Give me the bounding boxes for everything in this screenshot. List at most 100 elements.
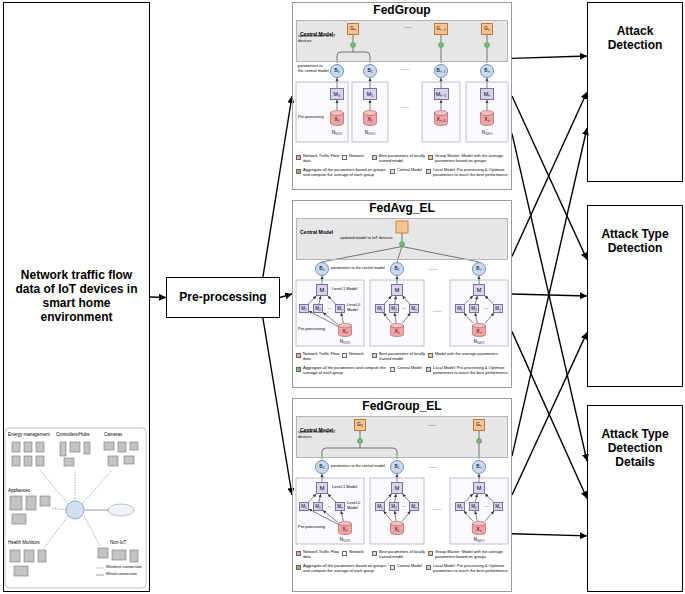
legend-item: Network [342, 352, 370, 358]
annotation: Non-IoT [110, 540, 140, 545]
legend-swatch [372, 551, 377, 556]
router-hub [66, 501, 84, 519]
node-label: FedAvg_EL [369, 202, 435, 216]
annotation: Pre-processing [298, 525, 334, 530]
connector [384, 511, 392, 521]
connector [341, 511, 343, 521]
connector [512, 534, 587, 536]
node-label: M₂ [391, 306, 397, 311]
connector [309, 311, 338, 326]
local-columns [296, 82, 508, 142]
device-icon [124, 456, 134, 464]
annotation: updated model to IoT devices [298, 430, 348, 439]
legend-swatch [296, 551, 301, 556]
legend-item: Local Model: Pre-processing & Optimize p… [426, 564, 508, 573]
legend-swatch [342, 353, 347, 358]
central-model-region: Central ModelG₀Gₛ₋₁Gₛ [296, 20, 508, 62]
node-label: M₂ [315, 504, 321, 509]
device-icon [108, 456, 118, 466]
model-box: M [473, 284, 485, 296]
group-master-box: Gₛ [481, 23, 493, 35]
annotation: ...... [426, 506, 448, 512]
legend-item: Central Model [390, 168, 424, 174]
annotation: ...... [392, 104, 418, 110]
connector [441, 100, 442, 110]
data-cylinder: X₁ [390, 521, 404, 535]
parameter-circle: B₁ [363, 64, 377, 78]
legend-swatch [428, 353, 433, 358]
sub-model-box: Mₙ [493, 304, 503, 313]
aggregate-dot [351, 43, 356, 48]
parameter-circle: Bₙ [472, 262, 486, 276]
wireless-links [40, 470, 112, 568]
node-label: FedGroup_EL [362, 400, 441, 414]
node-label: X₁ [394, 527, 399, 533]
node-label: Xₙ [476, 527, 481, 533]
node-label: G₀ [357, 422, 363, 428]
connector [479, 474, 480, 482]
annotation: parameters to the central model [331, 266, 389, 270]
device-icon [130, 442, 138, 450]
annotation: Health Monitors [8, 540, 42, 545]
parameter-circle: B₁ [390, 460, 404, 474]
legend-swatch [426, 169, 431, 174]
node-label: M₁ [377, 306, 382, 311]
local-column [466, 82, 508, 142]
fedgroup-el-decor [296, 416, 508, 544]
legend-swatch [296, 155, 301, 160]
sub-model-box: Mₙ [493, 502, 503, 511]
output-box: Attack Detection [587, 2, 683, 182]
model-box: Mₙ₋₁ [434, 88, 449, 100]
annotation: ...... [418, 464, 448, 470]
legend-item: Central Model [390, 366, 424, 372]
device-icon [24, 456, 32, 466]
annotation: ...... [426, 308, 448, 314]
sub-model-box: M₁ [455, 502, 465, 511]
annotation: ... [325, 305, 334, 310]
fedavg-el-decor [296, 218, 508, 346]
device-icon [14, 566, 28, 576]
node-label: M₂ [315, 306, 321, 311]
brace [322, 444, 397, 460]
connector [328, 494, 336, 502]
connector [370, 100, 371, 110]
input-box: Network traffic flow data of IoT devices… [3, 2, 150, 592]
node-label: Network traffic flow data of IoT devices… [10, 269, 143, 324]
annotation: ...... [418, 266, 448, 272]
node-label: B₁ [394, 266, 399, 272]
annotation: ... [481, 503, 492, 508]
group-master-box: G₀ [347, 23, 359, 35]
node-label: Bₙ [476, 266, 481, 272]
sub-model-box: M₁ [299, 304, 309, 313]
legend-item: Best parameters of locally trained model [372, 352, 426, 361]
wireless-link [40, 470, 68, 504]
node-label: Attack Type Detection Details [594, 428, 676, 469]
cylinder-top [473, 323, 486, 327]
sub-model-box: M₂ [313, 502, 323, 511]
device-icon [24, 550, 34, 562]
node-label: Bₙ [476, 464, 481, 470]
data-cylinder: Xₙ [472, 323, 486, 337]
legend-text: Aggregate all the parameters based on gr… [303, 564, 388, 573]
connector [485, 296, 493, 304]
local-column [370, 478, 424, 544]
connector [475, 494, 477, 502]
connector [308, 296, 316, 304]
legend-item: Best parameters of locally trained model [372, 550, 426, 559]
cylinder-top [391, 521, 404, 525]
method-panel: FedGroup_ELCentral ModelG₀GₛB₀B₁BₙMM₁M₂M… [292, 398, 512, 592]
legend-text: Model with the average parameters [435, 352, 508, 357]
connector [475, 313, 477, 323]
node-label: Mₙ [337, 306, 343, 311]
node-label: Gₛ₋₁ [436, 26, 446, 32]
annotation: N₅₄₀₀ [464, 537, 494, 542]
annotation: updated model to IoT devices [298, 34, 346, 43]
brace [479, 444, 480, 460]
cylinder-top [473, 521, 486, 525]
node-label: M₁ [301, 306, 306, 311]
device-icon [12, 456, 20, 466]
connector [465, 494, 473, 502]
annotation: ... [400, 503, 408, 508]
connector [512, 128, 587, 456]
connector [485, 511, 494, 521]
